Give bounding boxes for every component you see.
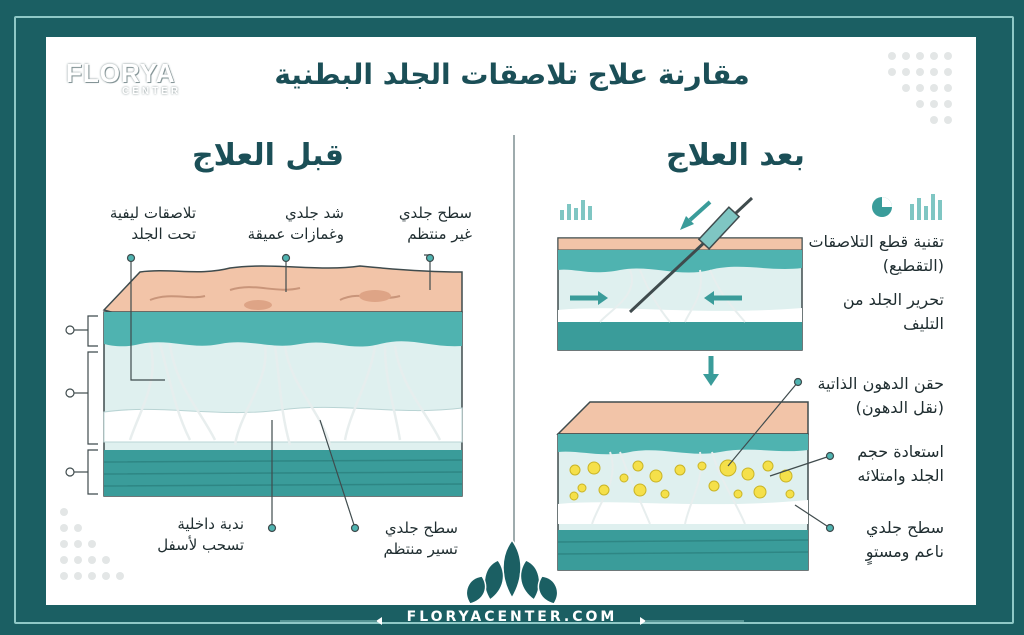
- after-subcision-block: [557, 194, 942, 386]
- brand-logo: FLORYA: [66, 58, 176, 88]
- decor-dots-top-right: [888, 52, 952, 124]
- lotus-logo: [465, 538, 559, 605]
- page-title: مقارنة علاج تلاصقات الجلد البطنية: [274, 58, 750, 91]
- label-fat-injection: حقن الدهون الذاتية(نقل الدهون): [817, 374, 944, 417]
- after-section-title: بعد العلاج: [666, 138, 805, 173]
- outer-frame: [14, 16, 1014, 624]
- label-subcision: تقنية قطع التلاصقات(التقطيع): [808, 232, 944, 275]
- before-skin-block: [65, 253, 463, 533]
- decor-dots-bottom-left: [60, 508, 124, 580]
- before-section-title: قبل العلاج: [192, 138, 344, 173]
- footer-website[interactable]: FLORYACENTER.COM: [406, 609, 618, 625]
- brand-logo-sub: CENTER: [122, 86, 182, 97]
- footer-arrows: [376, 617, 646, 625]
- after-fat-block: [556, 377, 835, 571]
